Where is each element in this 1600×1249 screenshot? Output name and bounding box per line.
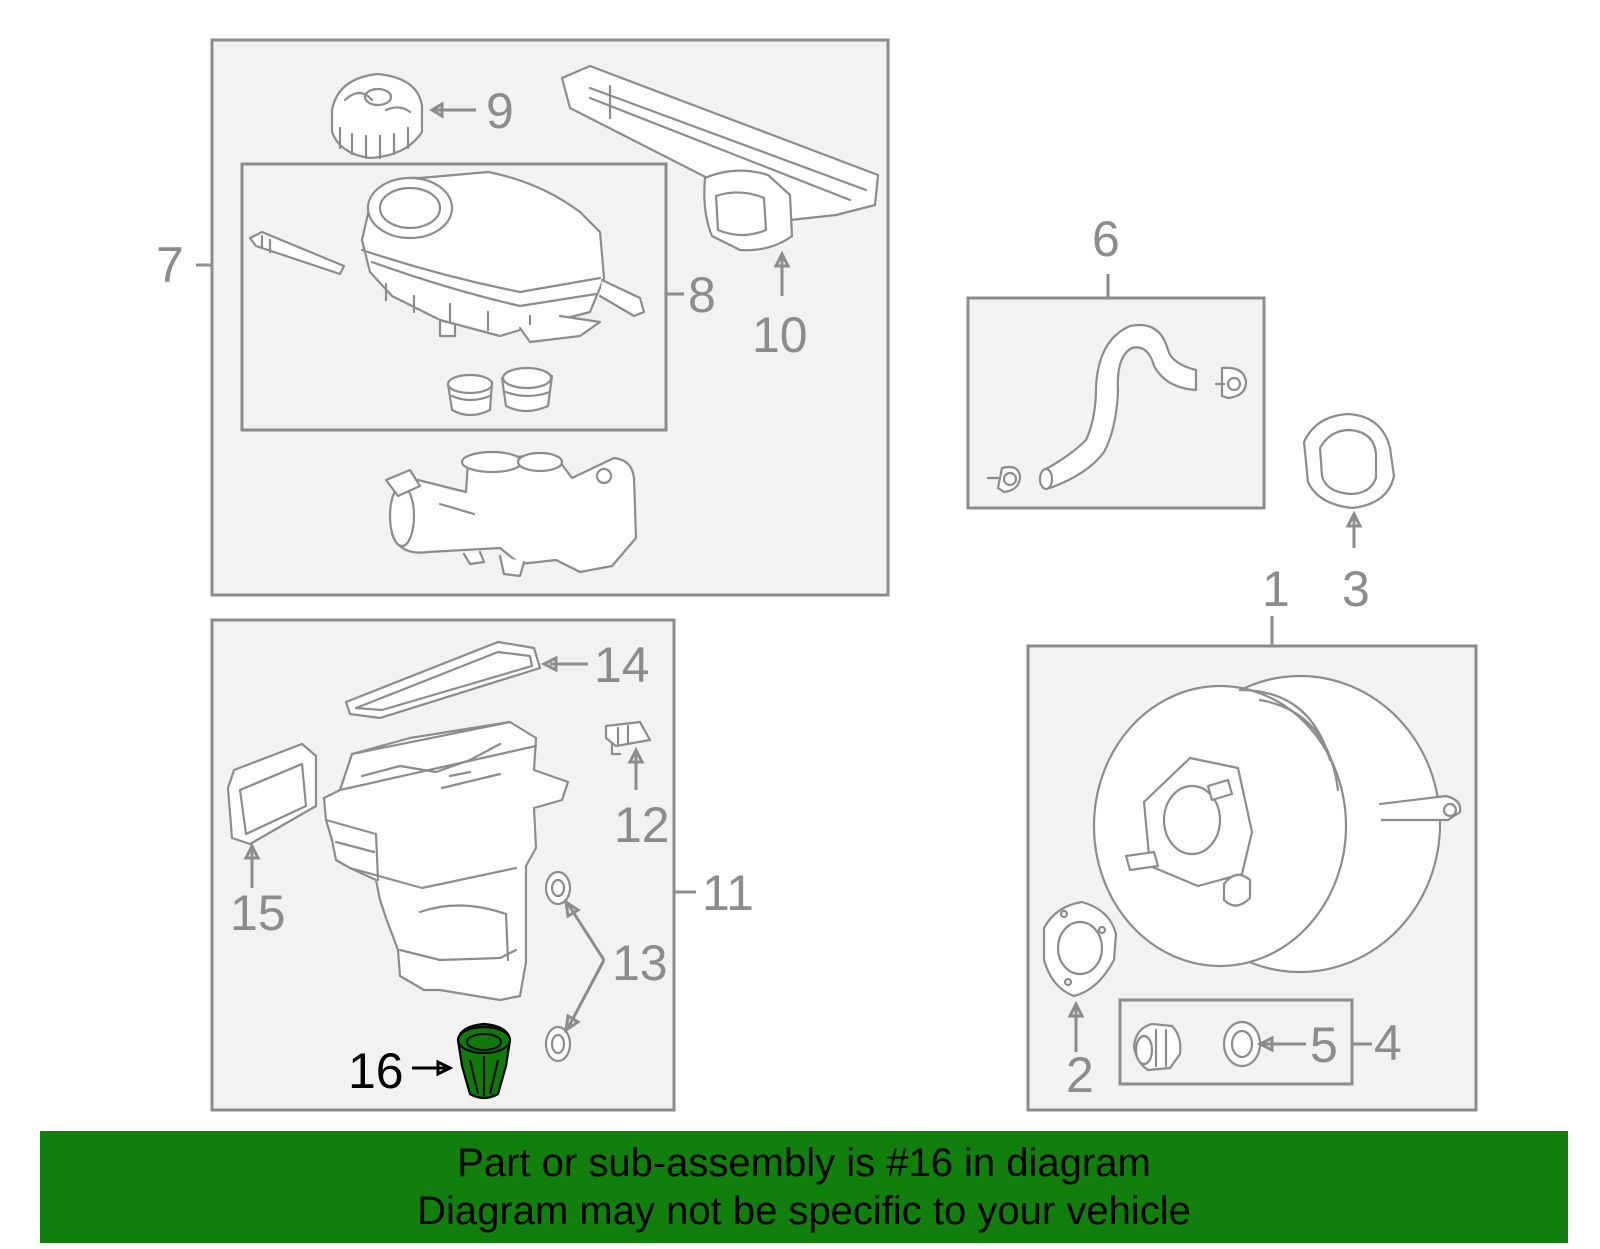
callout-11: 11 bbox=[702, 865, 754, 921]
leaders-group-7 bbox=[196, 101, 791, 296]
callout-15: 15 bbox=[230, 885, 286, 941]
banner-line-2: Diagram may not be specific to your vehi… bbox=[417, 1189, 1191, 1233]
callout-3: 3 bbox=[1342, 561, 1370, 617]
callout-13: 13 bbox=[612, 935, 668, 991]
master-cylinder-body bbox=[384, 450, 638, 578]
banner-line-1: Part or sub-assembly is #16 in diagram bbox=[457, 1141, 1151, 1185]
part-13-o-rings[interactable] bbox=[544, 870, 572, 1063]
callout-7: 7 bbox=[156, 237, 184, 293]
part-9-reservoir-cap[interactable] bbox=[330, 72, 424, 160]
part-11-reservoir-body[interactable] bbox=[322, 720, 570, 1002]
part-6-vacuum-hose[interactable] bbox=[986, 323, 1248, 494]
callout-4: 4 bbox=[1374, 1015, 1402, 1071]
part-5-grommet[interactable] bbox=[1222, 1020, 1262, 1068]
part-15-cover-gasket[interactable] bbox=[226, 742, 318, 846]
part-1-brake-booster[interactable] bbox=[1092, 674, 1462, 974]
callout-1: 1 bbox=[1262, 561, 1290, 617]
part-4-check-valve[interactable] bbox=[1132, 1022, 1182, 1072]
callout-10: 10 bbox=[752, 307, 808, 363]
callout-12: 12 bbox=[614, 797, 670, 853]
callout-2: 2 bbox=[1066, 1047, 1094, 1103]
info-banner: Part or sub-assembly is #16 in diagram D… bbox=[40, 1131, 1568, 1243]
part-8-reservoir[interactable] bbox=[248, 170, 646, 344]
callout-16: 16 bbox=[348, 1043, 404, 1099]
part-16-reservoir-grommet-highlighted[interactable] bbox=[456, 1022, 512, 1100]
part-10-inlet-pipe[interactable] bbox=[560, 64, 880, 252]
part-3-seal[interactable] bbox=[1302, 412, 1396, 510]
callout-8: 8 bbox=[688, 267, 716, 323]
leaders-group-11 bbox=[243, 655, 696, 1077]
part-14-reservoir-gasket[interactable] bbox=[344, 640, 542, 720]
reservoir-grommets bbox=[446, 366, 554, 417]
part-2-gasket[interactable] bbox=[1042, 900, 1118, 998]
part-12-level-sensor[interactable] bbox=[604, 720, 652, 756]
callout-labels: 1 2 3 4 5 6 7 8 9 10 11 12 13 14 15 16 bbox=[156, 83, 1402, 1103]
callout-14: 14 bbox=[594, 637, 650, 693]
callout-9: 9 bbox=[486, 83, 514, 139]
leaders-group-3 bbox=[1345, 510, 1363, 548]
callout-5: 5 bbox=[1310, 1017, 1338, 1073]
leaders-group-1 bbox=[1067, 616, 1372, 1053]
callout-6: 6 bbox=[1092, 211, 1120, 267]
